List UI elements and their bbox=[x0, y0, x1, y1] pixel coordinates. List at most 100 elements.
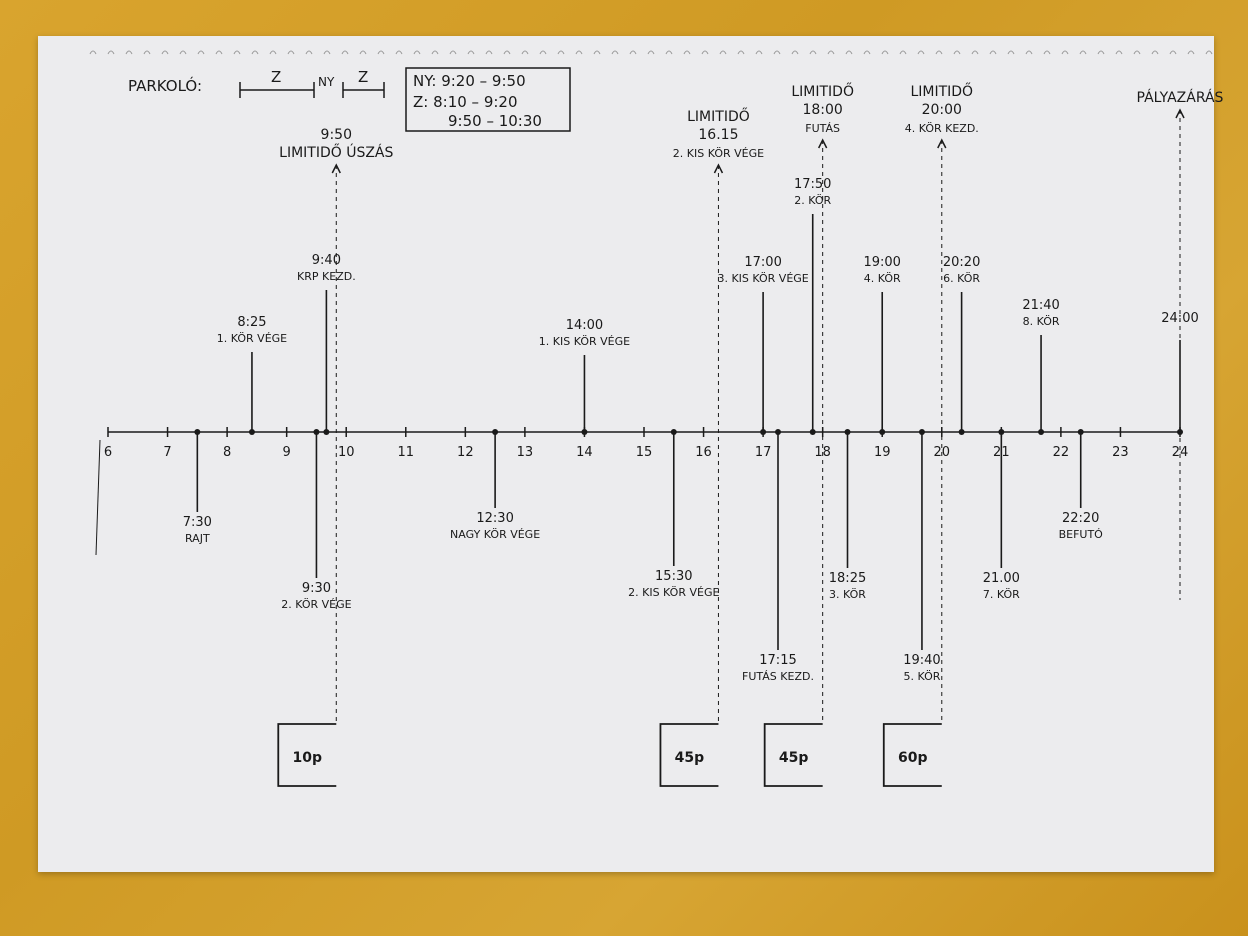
tear-mark bbox=[1079, 50, 1087, 55]
limit-text: LIMITIDŐ ÚSZÁS bbox=[279, 143, 393, 161]
event-desc: FUTÁS KEZD. bbox=[742, 670, 814, 683]
event-time: 7:30 bbox=[183, 515, 212, 530]
event-dot bbox=[1077, 429, 1084, 435]
tear-mark bbox=[125, 50, 133, 55]
tear-mark bbox=[629, 50, 637, 55]
event-dot bbox=[248, 429, 255, 435]
schedule-line-z1: Z: 8:10 – 9:20 bbox=[413, 93, 518, 111]
event-dot bbox=[1038, 429, 1045, 435]
event-dot bbox=[760, 429, 767, 435]
hour-tick-label: 13 bbox=[517, 445, 534, 460]
limit-text: PÁLYAZÁRÁS bbox=[1137, 89, 1224, 106]
event-time: 22:20 bbox=[1062, 511, 1099, 526]
paper-fold-line bbox=[95, 439, 101, 556]
limit-arrow-icon bbox=[817, 138, 828, 149]
tear-mark bbox=[755, 50, 763, 55]
parking-legend: PARKOLÓ: Z NY Z bbox=[128, 68, 385, 98]
tear-mark bbox=[251, 50, 259, 55]
limit-arrow-icon bbox=[331, 163, 341, 174]
tear-mark bbox=[917, 50, 925, 55]
event-time: 17:00 bbox=[744, 255, 781, 270]
tear-mark bbox=[953, 50, 961, 55]
tear-mark bbox=[665, 50, 673, 55]
event-desc: 4. KÖR bbox=[864, 272, 901, 285]
tear-mark bbox=[161, 50, 169, 55]
event-time: 8:25 bbox=[237, 315, 266, 330]
tear-mark bbox=[1061, 50, 1069, 55]
event-desc: BEFUTÓ bbox=[1059, 528, 1104, 541]
tear-mark bbox=[1133, 50, 1141, 55]
event-time: 17:15 bbox=[759, 653, 796, 668]
tear-mark bbox=[737, 50, 745, 55]
limit-arrow-icon bbox=[937, 138, 947, 149]
pause-box bbox=[659, 723, 719, 787]
event-dot bbox=[313, 429, 320, 435]
hour-tick-label: 6 bbox=[104, 445, 112, 460]
tear-mark bbox=[1205, 50, 1213, 55]
parking-title: PARKOLÓ: bbox=[128, 76, 202, 95]
hour-tick-label: 12 bbox=[457, 445, 474, 460]
tear-mark bbox=[899, 50, 907, 55]
limit-text: 20:00 bbox=[922, 102, 962, 118]
event-desc: RAJT bbox=[185, 532, 210, 545]
tear-mark bbox=[593, 50, 601, 55]
limit-arrow-icon bbox=[713, 163, 724, 174]
event-dot bbox=[492, 429, 499, 435]
pause-box bbox=[882, 723, 942, 787]
event-dot bbox=[581, 429, 588, 435]
hour-tick-label: 7 bbox=[163, 445, 171, 460]
event-dot bbox=[809, 429, 816, 435]
tear-mark bbox=[431, 50, 439, 55]
tear-mark bbox=[1007, 50, 1015, 55]
event-time: 19:40 bbox=[903, 653, 940, 668]
pause-box bbox=[763, 723, 823, 787]
limit-text: 4. KÖR KEZD. bbox=[905, 122, 979, 135]
event-time: 9:30 bbox=[302, 581, 331, 596]
tear-mark bbox=[341, 50, 349, 55]
event-dot bbox=[879, 429, 886, 435]
event-desc: 2. KÖR VÉGE bbox=[281, 598, 351, 611]
tear-mark bbox=[305, 50, 313, 55]
tear-mark bbox=[845, 50, 853, 55]
tear-mark bbox=[449, 50, 457, 55]
event-dot bbox=[844, 429, 851, 435]
tear-mark bbox=[827, 50, 835, 55]
event-desc: 2. KÖR bbox=[794, 194, 831, 207]
tear-mark bbox=[863, 50, 871, 55]
pause-box-label: 45p bbox=[779, 750, 809, 766]
event-time: 21:40 bbox=[1022, 298, 1059, 313]
tear-mark bbox=[791, 50, 799, 55]
event-desc: 1. KÖR VÉGE bbox=[217, 332, 287, 345]
tear-mark bbox=[539, 50, 547, 55]
limit-text: 9:50 bbox=[321, 127, 352, 143]
event-desc: 3. KÖR bbox=[829, 588, 866, 601]
hour-tick-label: 24 bbox=[1172, 445, 1189, 460]
event-desc: 8. KÖR bbox=[1023, 315, 1060, 328]
tear-mark bbox=[323, 50, 331, 55]
event-desc: 1. KIS KÖR VÉGE bbox=[539, 335, 630, 348]
event-time: 14:00 bbox=[566, 318, 603, 333]
limit-text: 2. KIS KÖR VÉGE bbox=[673, 147, 764, 160]
tear-mark bbox=[197, 50, 205, 55]
tear-mark bbox=[1025, 50, 1033, 55]
tear-mark bbox=[773, 50, 781, 55]
event-dot bbox=[775, 429, 781, 435]
tear-mark bbox=[107, 50, 115, 55]
tear-mark bbox=[611, 50, 619, 55]
tear-mark bbox=[881, 50, 889, 55]
schedule-box: NY: 9:20 – 9:50 Z: 8:10 – 9:20 9:50 – 10… bbox=[405, 67, 571, 132]
tear-mark bbox=[287, 50, 295, 55]
tear-mark bbox=[395, 50, 403, 55]
hour-tick-label: 14 bbox=[576, 445, 593, 460]
event-time: 12:30 bbox=[476, 511, 513, 526]
tear-mark bbox=[413, 50, 421, 55]
hour-tick-label: 15 bbox=[636, 445, 653, 460]
tear-mark bbox=[89, 50, 97, 55]
tear-mark bbox=[1187, 50, 1195, 55]
schedule-line-ny: NY: 9:20 – 9:50 bbox=[413, 72, 526, 90]
pause-box bbox=[277, 723, 337, 787]
event-time: 17:50 bbox=[794, 177, 831, 192]
pause-box-label: 45p bbox=[675, 750, 705, 766]
notebook-tear-marks bbox=[89, 50, 1213, 55]
